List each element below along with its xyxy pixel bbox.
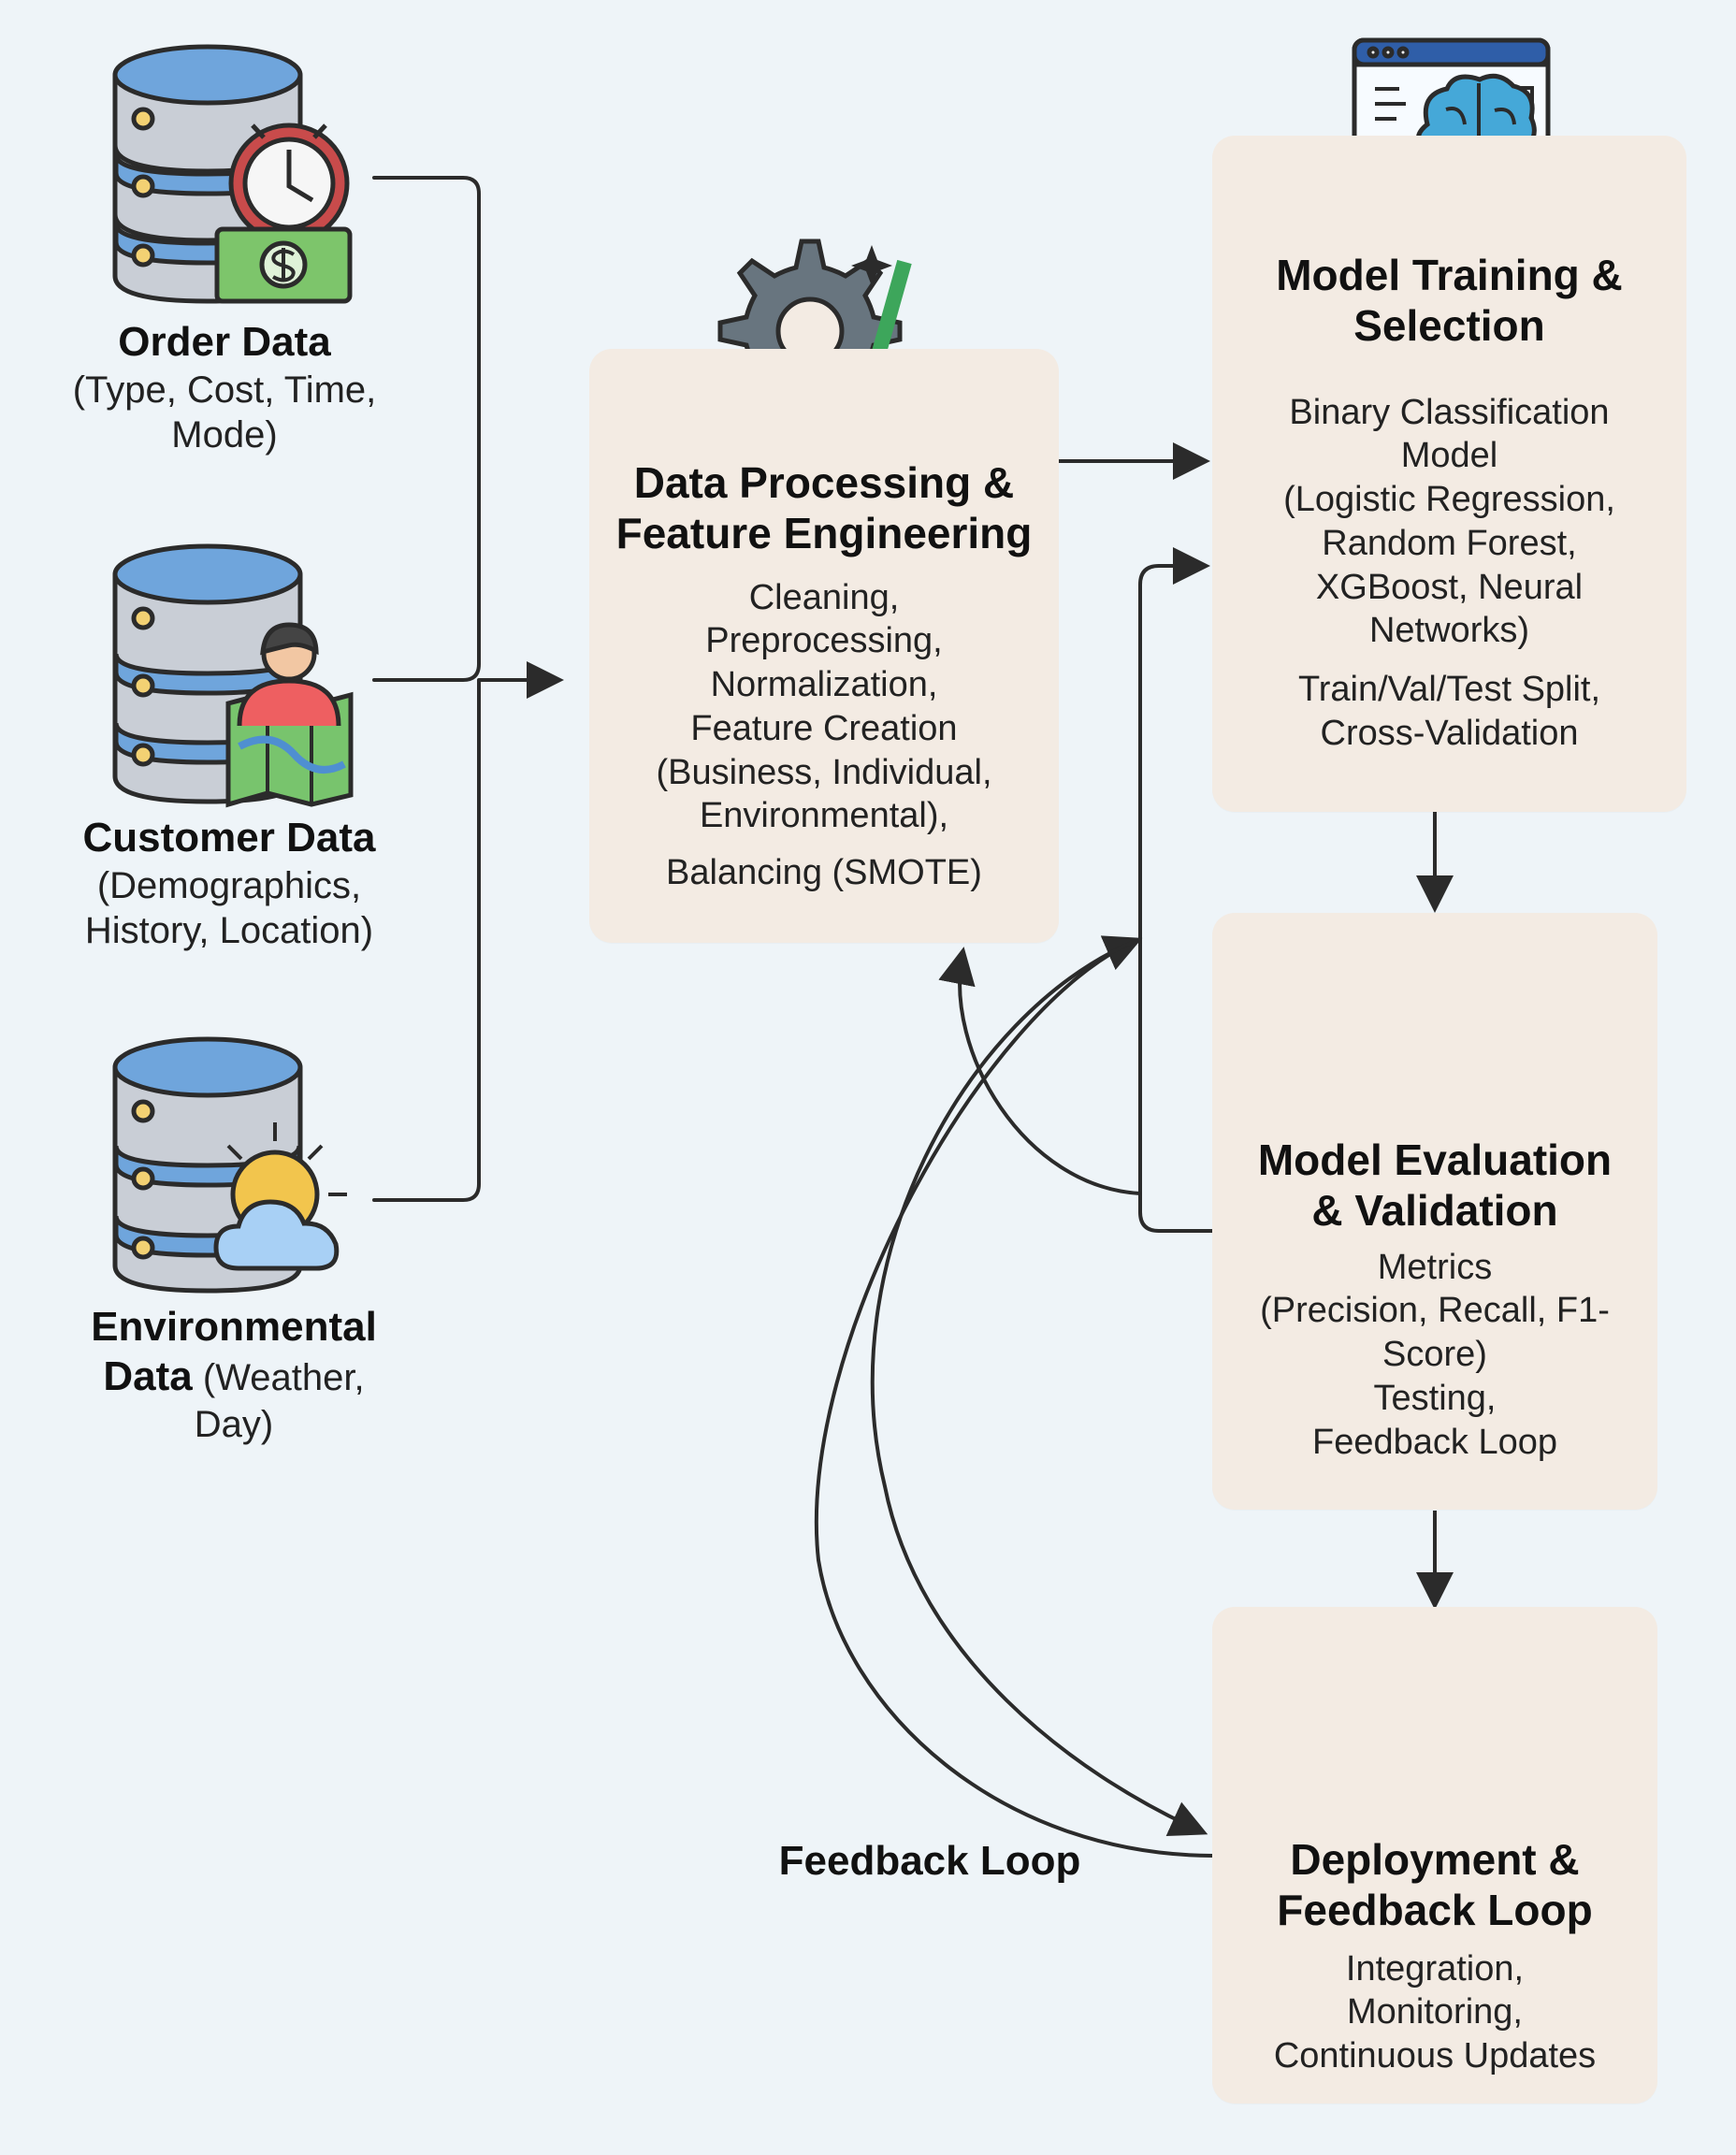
order-to-processing-connector bbox=[372, 176, 481, 682]
customer-data-desc-line1: (Demographics, bbox=[96, 864, 362, 906]
training-split-line1: Train/Val/Test Split, bbox=[1297, 670, 1601, 710]
deployment-title-line2: Feedback Loop bbox=[1277, 1885, 1593, 1934]
customer-data-desc-line2: History, Location) bbox=[84, 909, 374, 951]
evaluation-box bbox=[1212, 913, 1657, 1510]
processing-box bbox=[589, 349, 1059, 943]
evaluation-title-line2: & Validation bbox=[1311, 1185, 1558, 1235]
order-data-label: Order Data (Type, Cost, Time, Mode) bbox=[42, 318, 407, 457]
order-data-title: Order Data bbox=[118, 319, 331, 365]
processing-content: Data Processing & Feature Engineering Cl… bbox=[606, 458, 1042, 895]
database-person-map-icon bbox=[112, 543, 354, 808]
processing-body-line3: Normalization, bbox=[710, 665, 938, 705]
training-body-line4: Random Forest, bbox=[1322, 523, 1577, 563]
training-content: Model Training & Selection Binary Classi… bbox=[1233, 251, 1666, 756]
cloud-icon bbox=[213, 1199, 340, 1271]
customer-data-title: Customer Data bbox=[82, 815, 376, 861]
evaluation-to-deployment-loop bbox=[870, 939, 1208, 1836]
evaluation-to-training-feedback-arrow bbox=[1138, 547, 1212, 1233]
training-split-line2: Cross-Validation bbox=[1320, 713, 1579, 753]
training-title-line1: Model Training & bbox=[1276, 251, 1623, 299]
training-body-line2: Model bbox=[1400, 436, 1498, 476]
training-box bbox=[1212, 136, 1686, 812]
processing-balancing-line: Balancing (SMOTE) bbox=[666, 853, 982, 893]
deployment-content: Deployment & Feedback Loop Integration, … bbox=[1229, 1835, 1641, 2078]
training-body-line3: (Logistic Regression, bbox=[1283, 480, 1615, 520]
processing-title-line2: Feature Engineering bbox=[615, 508, 1033, 557]
clock-icon bbox=[228, 123, 350, 244]
money-icon bbox=[214, 226, 353, 304]
training-title-line2: Selection bbox=[1353, 300, 1545, 350]
environmental-data-label: Environmental Data (Weather, Day) bbox=[42, 1303, 426, 1447]
input-connectors bbox=[372, 176, 564, 1202]
processing-body-line2: Preprocessing, bbox=[705, 621, 943, 661]
evaluation-title-line1: Model Evaluation bbox=[1257, 1135, 1613, 1184]
customer-data-label: Customer Data (Demographics, History, Lo… bbox=[28, 814, 430, 953]
environmental-data-desc-line2: (Weather, bbox=[202, 1356, 365, 1398]
training-body-line1: Binary Classification bbox=[1289, 392, 1610, 432]
deployment-box bbox=[1212, 1607, 1657, 2104]
environmental-data-desc-line3: Day) bbox=[194, 1403, 274, 1445]
order-data-desc-line1: (Type, Cost, Time, bbox=[72, 369, 377, 411]
evaluation-to-processing-feedback-arrow bbox=[938, 947, 1141, 1195]
deployment-body-line3: Continuous Updates bbox=[1273, 2036, 1597, 2076]
person-icon bbox=[237, 622, 341, 727]
evaluation-body-line5: Feedback Loop bbox=[1312, 1422, 1557, 1462]
deployment-to-training-loop bbox=[814, 935, 1213, 1858]
environmental-data-title-line1: Environmental bbox=[91, 1304, 377, 1350]
feedback-loop-label: Feedback Loop bbox=[778, 1838, 1081, 1884]
processing-body-line6: Environmental), bbox=[699, 796, 949, 836]
processing-body-line5: (Business, Individual, bbox=[656, 752, 992, 792]
database-clock-money-icon bbox=[112, 44, 353, 304]
evaluation-body-line2: (Precision, Recall, F1- bbox=[1260, 1291, 1610, 1331]
environmental-to-processing-connector bbox=[372, 661, 564, 1202]
processing-body-line1: Cleaning, bbox=[748, 577, 900, 617]
evaluation-body-line4: Testing, bbox=[1373, 1378, 1497, 1418]
training-body-line5: XGBoost, Neural bbox=[1315, 567, 1584, 607]
order-data-desc-line2: Mode) bbox=[171, 413, 278, 456]
evaluation-content: Model Evaluation & Validation Metrics (P… bbox=[1229, 1135, 1641, 1464]
evaluation-body-line3: Score) bbox=[1382, 1335, 1487, 1375]
training-body-line6: Networks) bbox=[1368, 611, 1530, 651]
processing-title-line1: Data Processing & bbox=[633, 458, 1015, 507]
environmental-data-title-line2: Data bbox=[103, 1352, 193, 1399]
deployment-body-line1: Integration, bbox=[1345, 1948, 1525, 1989]
deployment-body-line2: Monitoring, bbox=[1347, 1992, 1523, 2032]
evaluation-body-line1: Metrics bbox=[1377, 1247, 1493, 1287]
deployment-title-line1: Deployment & bbox=[1290, 1835, 1580, 1884]
processing-body-line4: Feature Creation bbox=[690, 708, 958, 748]
database-sun-cloud-icon bbox=[112, 1036, 347, 1294]
